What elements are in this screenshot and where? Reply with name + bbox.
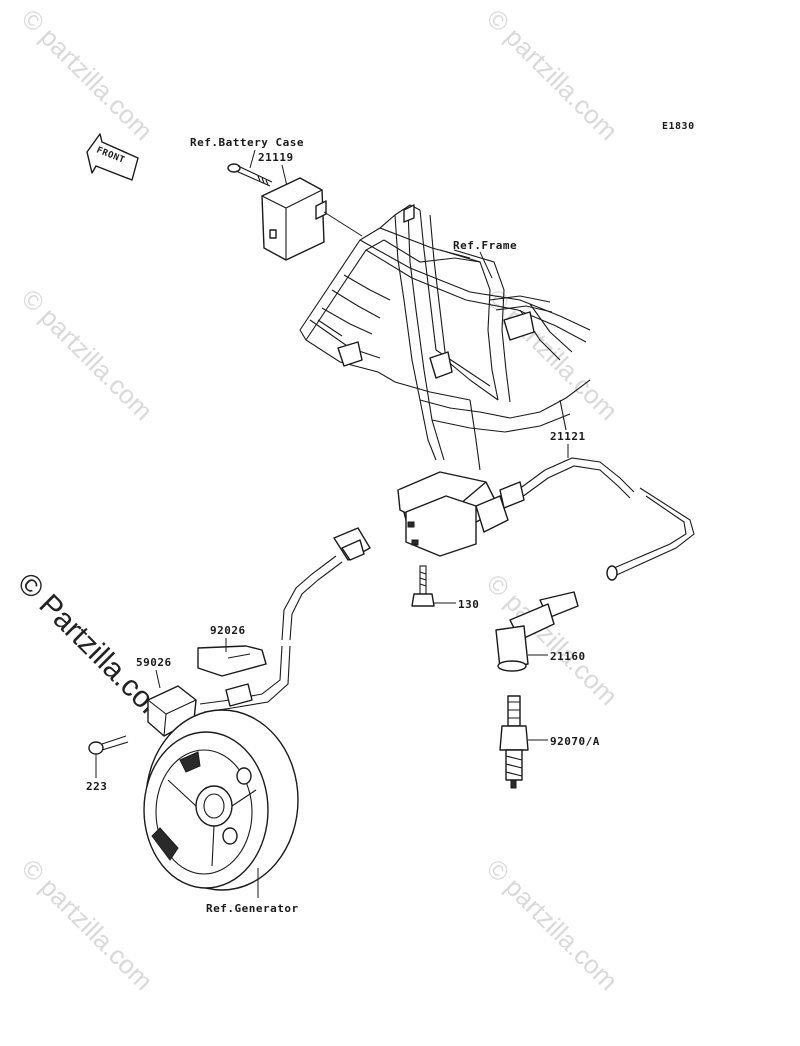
part-92070-spark-plug	[499, 695, 529, 789]
label-21160: 21160	[550, 650, 586, 663]
generator-flywheel	[143, 709, 299, 891]
label-130: 130	[458, 598, 479, 611]
label-ref-frame: Ref.Frame	[453, 239, 517, 252]
leader-battery-case	[249, 149, 256, 169]
part-21119-box	[261, 177, 327, 261]
leader-frame	[479, 251, 493, 279]
wiring-harness	[199, 527, 371, 713]
watermark: © partzilla.com	[481, 3, 624, 146]
part-21160-plug-cap	[495, 591, 579, 672]
label-battery-case: Ref.Battery Case	[190, 136, 304, 149]
label-ref-generator: Ref.Generator	[206, 902, 299, 915]
part-130-bolt	[411, 565, 435, 607]
part-92026-clamp	[197, 645, 267, 677]
watermark: © partzilla.com	[481, 283, 624, 426]
label-92070: 92070/A	[550, 735, 600, 748]
label-92026: 92026	[210, 624, 246, 637]
part-223-screw	[88, 735, 129, 755]
label-21121: 21121	[550, 430, 586, 443]
label-59026: 59026	[136, 656, 172, 669]
leader-59026	[155, 669, 161, 689]
front-arrow-icon: FRONT	[86, 133, 139, 181]
label-21119: 21119	[258, 151, 294, 164]
part-21121-coil	[397, 457, 695, 581]
leader-box-to-frame	[323, 211, 363, 237]
watermark: © partzilla.com	[16, 283, 159, 426]
battery-case-bolt	[227, 163, 273, 187]
watermark: © partzilla.com	[481, 853, 624, 996]
leader-21119	[281, 164, 288, 187]
diagram-code: E1830	[662, 121, 695, 132]
frame-assembly	[299, 204, 591, 471]
label-223: 223	[86, 780, 107, 793]
watermark: © partzilla.com	[16, 3, 159, 146]
watermark: © partzilla.com	[16, 853, 159, 996]
